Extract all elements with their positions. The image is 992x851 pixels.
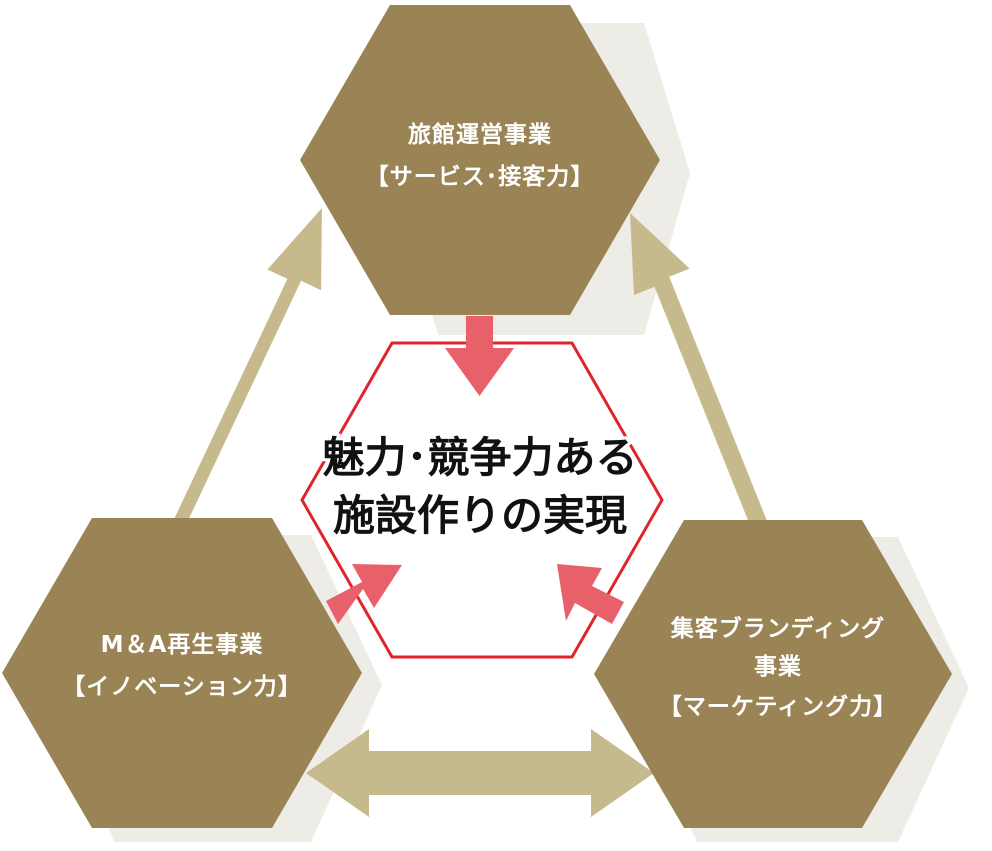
center-goal-hexagon bbox=[300, 341, 664, 659]
top-node-label-line2: 【サービス･接客力】 bbox=[366, 163, 595, 190]
contribution-arrow-top bbox=[445, 316, 514, 396]
left-node-label-line2: 【イノベーション力】 bbox=[62, 674, 302, 700]
link-arrow-top-left bbox=[147, 208, 322, 605]
right-node-label-line2: 事業 bbox=[754, 653, 802, 680]
center-goal-title-line1: 魅力･競争力ある bbox=[322, 433, 637, 482]
contribution-arrow-left bbox=[326, 564, 402, 624]
left-node-label-line1: M＆A再生事業 bbox=[101, 631, 264, 658]
right-hexagon bbox=[594, 520, 952, 828]
left-hexagon bbox=[2, 518, 362, 828]
right-node-label-line1: 集客ブランディング bbox=[670, 615, 885, 642]
contribution-arrow-right bbox=[557, 564, 624, 624]
top-node-label-line1: 旅館運営事業 bbox=[408, 121, 552, 148]
top-hexagon bbox=[300, 5, 660, 315]
link-arrow-bottom bbox=[306, 729, 654, 817]
center-goal-title-line2: 施設作りの実現 bbox=[333, 491, 627, 540]
right-node-label-line3: 【マーケティング力】 bbox=[659, 693, 897, 720]
